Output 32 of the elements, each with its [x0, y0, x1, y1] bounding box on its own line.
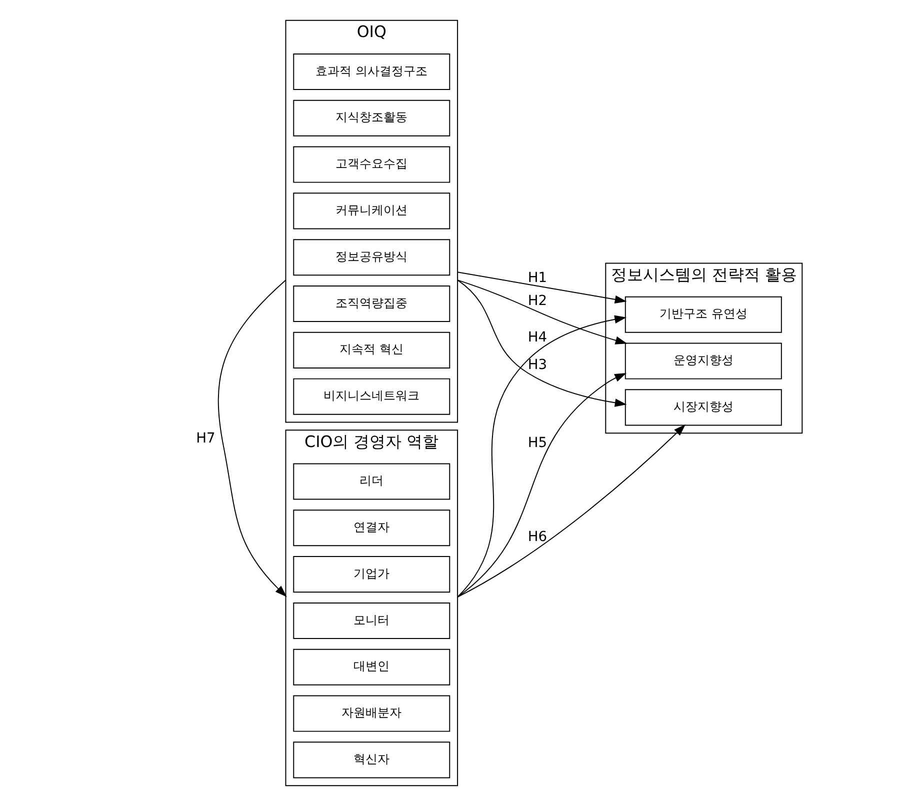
node-box: 정보공유방식 — [293, 239, 450, 276]
node-box: 지속적 혁신 — [293, 332, 450, 368]
edge-label: H2 — [528, 292, 548, 309]
node-box: 고객수요수집 — [293, 146, 450, 183]
node-box: 조직역량집중 — [293, 286, 450, 322]
node-box: 커뮤니케이션 — [293, 192, 450, 230]
arrow — [457, 424, 686, 598]
arrow — [218, 280, 287, 597]
edge-label: H3 — [528, 357, 548, 374]
node-box: 운영지향성 — [624, 342, 782, 380]
arrow — [457, 372, 627, 598]
node-box: 지식창조활동 — [293, 100, 450, 136]
arrow — [457, 280, 628, 344]
arrow — [457, 280, 627, 407]
edge-label: H4 — [528, 329, 548, 346]
node-box: 리더 — [293, 463, 450, 500]
edge-label: H6 — [528, 528, 548, 545]
edge-label: H7 — [196, 430, 216, 447]
node-box: 비지니스네트워크 — [293, 378, 450, 415]
node-box: 모니터 — [293, 602, 450, 639]
arrow — [457, 315, 626, 598]
node-box: 자원배분자 — [293, 695, 450, 732]
node-box: 효과적 의사결정구조 — [293, 53, 450, 90]
node-box: 기업가 — [293, 556, 450, 593]
edge-label: H1 — [528, 270, 548, 286]
arrow — [457, 272, 627, 304]
node-box: 혁신자 — [293, 742, 450, 778]
node-box: 기반구조 유연성 — [624, 296, 782, 333]
node-box: 시장지향성 — [624, 389, 782, 426]
node-box: 대변인 — [293, 648, 450, 686]
node-box: 연결자 — [293, 510, 450, 546]
edge-label: H5 — [528, 435, 548, 452]
